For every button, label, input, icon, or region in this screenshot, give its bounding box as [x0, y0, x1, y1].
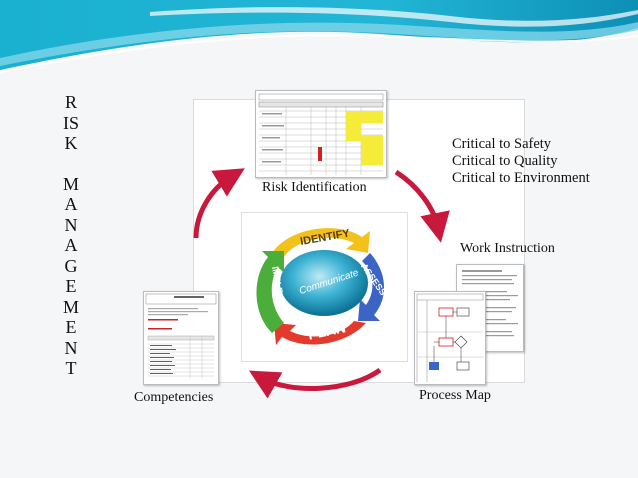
plan-word: PLAN — [306, 319, 347, 343]
title-letter: E — [65, 317, 77, 337]
title-letter: A — [64, 194, 78, 214]
risk-cycle-graphic: IDENTIFY ASSESS PLAN IMPLEMENT Communica… — [256, 227, 388, 345]
critical-list: Critical to Safety Critical to Quality C… — [452, 136, 590, 187]
competencies-thumbnail — [145, 293, 217, 378]
implement-segment — [256, 251, 284, 333]
title-letter: G — [64, 255, 78, 276]
plan-segment — [274, 321, 366, 345]
title-letter: A — [64, 235, 78, 255]
title-letter: E — [65, 276, 77, 296]
title-spacer — [56, 154, 86, 174]
process-map-label: Process Map — [419, 388, 491, 403]
process-map-thumbnail — [416, 293, 484, 382]
title-letter: M — [62, 296, 79, 317]
work-instruction-label: Work Instruction — [460, 241, 555, 256]
title-letter: M — [62, 173, 79, 194]
competencies-label: Competencies — [134, 390, 214, 405]
risk-identification-document — [255, 90, 387, 178]
title-letter: IS — [62, 112, 79, 133]
title-letter: R — [64, 92, 77, 112]
center-graphic-frame: IDENTIFY ASSESS PLAN IMPLEMENT Communica… — [241, 212, 408, 362]
assess-segment — [358, 253, 385, 321]
critical-item: Critical to Quality — [452, 153, 558, 169]
risk-table-thumbnail — [258, 93, 384, 175]
critical-item: Critical to Safety — [452, 136, 552, 152]
competencies-document — [143, 291, 219, 385]
process-map-document — [414, 291, 486, 385]
critical-item: Critical to Environment — [452, 170, 590, 186]
title-letter: N — [64, 214, 78, 235]
title-letter: N — [64, 337, 78, 358]
header-wave-banner — [0, 0, 638, 80]
title-letter: K — [64, 133, 78, 153]
communicate-globe — [280, 250, 368, 316]
risk-identification-label: Risk Identification — [262, 180, 367, 195]
identify-segment — [272, 228, 370, 257]
title-letter: T — [65, 358, 77, 378]
